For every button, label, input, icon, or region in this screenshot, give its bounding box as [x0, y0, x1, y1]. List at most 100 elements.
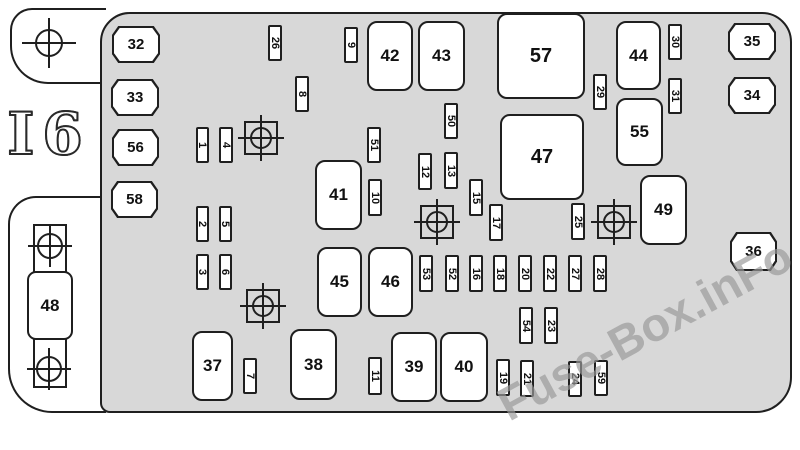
fuse-label: 56 — [114, 131, 157, 164]
fuse-label: 1 — [196, 141, 209, 149]
fuse-10: 10 — [368, 179, 382, 216]
fuse-label: 59 — [595, 371, 607, 385]
fuse-label: 20 — [519, 267, 531, 280]
crosshair-circle — [35, 29, 63, 57]
crosshair-icon — [591, 199, 637, 245]
relay-37: 37 — [192, 331, 233, 401]
fuse-1: 1 — [196, 127, 209, 163]
fuse-52: 52 — [445, 255, 459, 292]
fuse-label: 12 — [419, 165, 431, 178]
fuse-label: 13 — [445, 164, 457, 177]
fuse-36: 36 — [730, 232, 777, 271]
fuse-label: 21 — [521, 372, 533, 385]
fuse-20: 20 — [518, 255, 532, 292]
fuse-23: 23 — [544, 307, 558, 344]
fuse-33: 33 — [111, 79, 159, 116]
fuse-7: 7 — [243, 358, 257, 394]
fuse-56: 56 — [112, 129, 159, 166]
fuse-label: 8 — [296, 90, 308, 98]
fuse-51: 51 — [367, 127, 381, 163]
fuse-24: 24 — [568, 361, 582, 397]
fuse-label: 27 — [569, 267, 581, 280]
fuse-15: 15 — [469, 179, 483, 216]
fuse-label: 4 — [220, 141, 232, 149]
fuse-label: 16 — [470, 267, 482, 280]
fuse-label: 17 — [490, 216, 502, 229]
fuse-label: 29 — [594, 85, 606, 99]
panel-code-label: I6 — [6, 99, 91, 169]
fuse-5: 5 — [219, 206, 232, 242]
fuse-label: 34 — [730, 79, 774, 112]
fuse-30: 30 — [668, 24, 682, 60]
fuse-3: 3 — [196, 254, 209, 290]
fuse-58: 58 — [111, 181, 158, 218]
fuse-label: 28 — [594, 267, 606, 280]
relay-41: 41 — [315, 160, 362, 230]
fuse-29: 29 — [593, 74, 607, 110]
fuse-27: 27 — [568, 255, 582, 292]
relay-43: 43 — [418, 21, 465, 91]
fuse-32: 32 — [112, 26, 160, 63]
fuse-4: 4 — [219, 127, 233, 163]
fuse-53: 53 — [419, 255, 433, 292]
fuse-label: 9 — [345, 41, 357, 49]
fuse-label: 32 — [114, 28, 158, 61]
fuse-label: 51 — [368, 138, 380, 152]
fuse-label: 23 — [545, 319, 557, 332]
fuse-26: 26 — [268, 25, 282, 61]
fuse-label: 15 — [470, 191, 482, 204]
relay-46: 46 — [368, 247, 413, 317]
fuse-label: 25 — [572, 215, 584, 228]
fuse-11: 11 — [368, 357, 382, 395]
fuse-label: 33 — [113, 81, 157, 114]
relay-47: 47 — [500, 114, 584, 200]
fuse-21: 21 — [520, 360, 534, 397]
crosshair-circle — [36, 356, 62, 382]
bolt-icon — [27, 348, 71, 390]
fuse-label: 54 — [520, 319, 532, 332]
fuse-9: 9 — [344, 27, 358, 63]
fuse-label: 35 — [730, 25, 774, 58]
fuse-54: 54 — [519, 307, 533, 344]
fuse-17: 17 — [489, 204, 503, 241]
fuse-18: 18 — [493, 255, 507, 292]
fuse-label: 7 — [244, 372, 256, 380]
fuse-label: 53 — [420, 267, 432, 280]
fuse-19: 19 — [496, 359, 510, 396]
fuse-label: 50 — [445, 114, 457, 128]
fuse-13: 13 — [444, 152, 458, 189]
fuse-34: 34 — [728, 77, 776, 114]
fuse-50: 50 — [444, 103, 458, 139]
fuse-8: 8 — [295, 76, 309, 112]
fuse-label: 30 — [669, 35, 681, 49]
fuse-label: 3 — [196, 268, 209, 276]
crosshair-icon — [240, 283, 286, 329]
fuse-22: 22 — [543, 255, 557, 292]
bolt-icon — [28, 225, 72, 267]
fuse-12: 12 — [418, 153, 432, 190]
relay-39: 39 — [391, 332, 437, 402]
crosshair-icon — [238, 115, 284, 161]
bolt-icon — [22, 18, 76, 68]
fuse-16: 16 — [469, 255, 483, 292]
fuse-label: 2 — [196, 220, 209, 228]
fuse-label: 10 — [369, 191, 381, 204]
maxi-fuse-48: 48 — [27, 271, 73, 340]
crosshair-icon — [414, 199, 460, 245]
fuse-label: 6 — [219, 268, 232, 276]
fuse-35: 35 — [728, 23, 776, 60]
fuse-25: 25 — [571, 203, 585, 240]
relay-55: 55 — [616, 98, 663, 166]
relay-40: 40 — [440, 332, 488, 402]
relay-57: 57 — [497, 13, 585, 99]
fuse-31: 31 — [668, 78, 682, 114]
fuse-label: 19 — [497, 371, 509, 384]
crosshair-circle — [250, 127, 272, 149]
crosshair-circle — [252, 295, 274, 317]
fuse-label: 11 — [369, 370, 382, 382]
fuse-label: 36 — [732, 234, 775, 269]
fuse-label: 58 — [113, 183, 156, 216]
fuse-label: 52 — [446, 267, 458, 280]
